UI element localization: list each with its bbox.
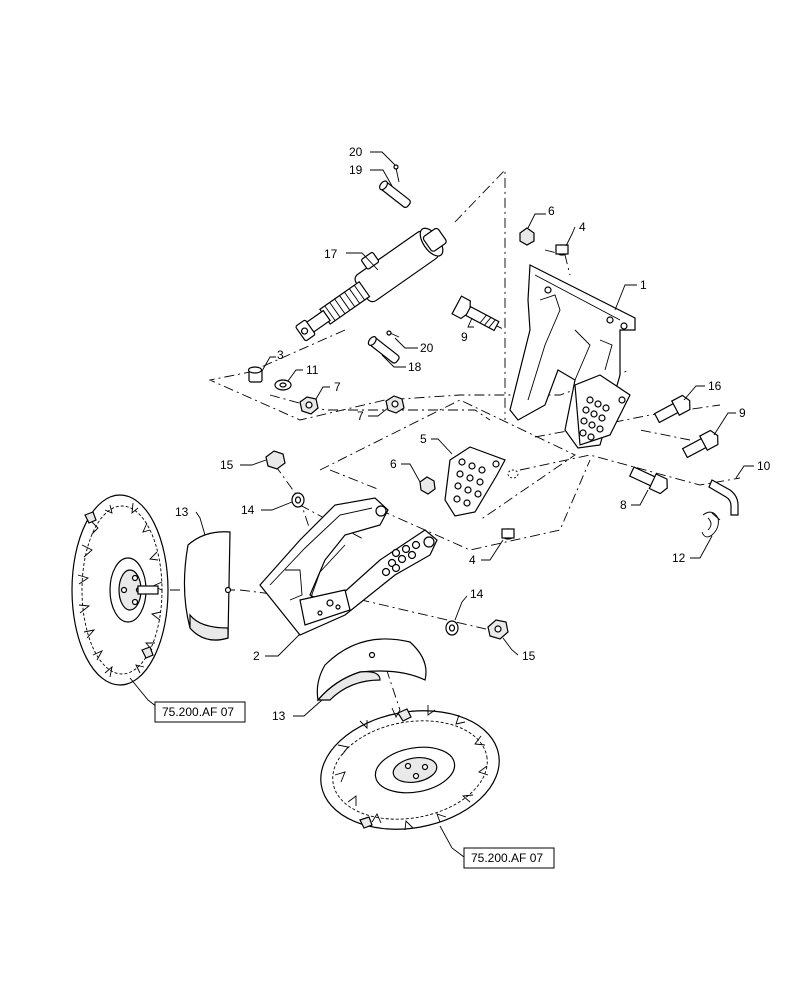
washer-14-lower [445, 620, 459, 636]
spacer-top [555, 244, 569, 256]
callout-7-center: 7 [357, 409, 364, 423]
mounting-bracket [509, 264, 636, 449]
washer-11 [274, 379, 292, 391]
arm-assembly [259, 497, 438, 636]
callout-12: 12 [672, 551, 686, 565]
plate-holes [453, 458, 500, 507]
actuator-assembly [295, 227, 447, 342]
callout-15-upper: 15 [220, 458, 234, 472]
callout-9-top: 9 [461, 330, 468, 344]
callout-1: 1 [640, 278, 647, 292]
spacer-4-center [501, 528, 515, 540]
spacer-3 [247, 366, 263, 383]
callout-6-top: 6 [548, 204, 555, 218]
callout-15-lower: 15 [522, 649, 536, 663]
pin-upper [379, 164, 411, 209]
hair-pin-12 [701, 511, 721, 538]
nut-7-center [385, 395, 405, 414]
callout-14-lower: 14 [470, 587, 484, 601]
callout-5: 5 [420, 432, 427, 446]
reference-box-left[interactable]: 75.200.AF 07 [154, 701, 246, 723]
callout-4-top: 4 [579, 220, 586, 234]
assembly-lines [150, 168, 741, 711]
nut-6-center [419, 476, 436, 495]
callout-13-upper: 13 [175, 505, 189, 519]
callout-20-lower: 20 [420, 341, 434, 355]
pin-lower [367, 330, 400, 364]
scraper-lower [316, 638, 427, 702]
gauge-wheel-left [71, 494, 169, 686]
bolt-right-9 [681, 429, 719, 459]
bracket-hole-pattern [579, 396, 626, 441]
callout-20-top: 20 [349, 145, 363, 159]
reference-label-left: 75.200.AF 07 [162, 705, 234, 719]
nut-top [519, 227, 535, 246]
leader-lines [129, 151, 754, 858]
callout-19: 19 [349, 163, 363, 177]
callout-16: 16 [708, 379, 722, 393]
callout-2: 2 [253, 649, 260, 663]
bolt-right-16 [653, 394, 691, 424]
callout-labels: 20 19 17 20 18 3 11 7 7 5 6 9 6 4 1 16 9… [175, 145, 771, 723]
washer-14-upper [291, 492, 305, 508]
adjustment-plate [444, 446, 519, 517]
callout-3: 3 [277, 348, 284, 362]
scraper-upper [183, 531, 232, 641]
bolt-upper-left [451, 295, 500, 332]
callout-14-upper: 14 [241, 503, 255, 517]
reference-box-bottom[interactable]: 75.200.AF 07 [463, 847, 555, 869]
callout-18: 18 [408, 360, 422, 374]
callout-6-center: 6 [390, 457, 397, 471]
callout-17: 17 [324, 247, 338, 261]
callout-11: 11 [306, 363, 319, 377]
bolt-8 [628, 466, 668, 495]
callout-7-left: 7 [334, 380, 341, 394]
wheel-bottom-tread [334, 705, 489, 831]
nut-15-upper [265, 450, 286, 470]
gauge-wheel-bottom [320, 705, 500, 831]
pin-10 [708, 479, 739, 516]
nut-7-left [299, 396, 319, 415]
reference-label-bottom: 75.200.AF 07 [471, 851, 543, 865]
callout-8: 8 [620, 498, 627, 512]
callout-10: 10 [757, 459, 771, 473]
callout-13-lower: 13 [272, 709, 286, 723]
arm-holes [381, 540, 421, 577]
callout-9-right: 9 [739, 406, 746, 420]
wheel-left-tread [77, 502, 163, 678]
callout-4-center: 4 [469, 553, 476, 567]
nut-15-lower [487, 619, 509, 640]
